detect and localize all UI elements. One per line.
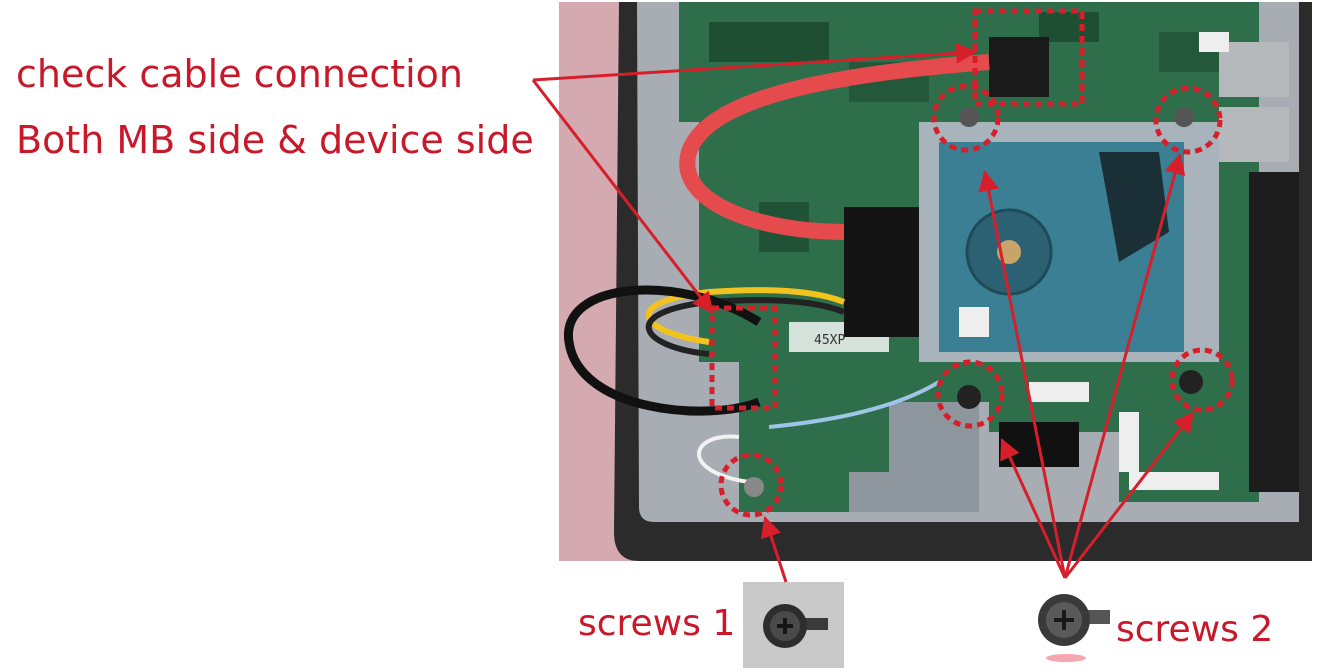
screws-1-label: screws 1 xyxy=(578,603,736,644)
connector-code-text: 45XP xyxy=(814,333,845,348)
screw-2-photo xyxy=(1026,580,1114,668)
motherboard-photo: 45XP xyxy=(559,2,1312,561)
screw-1-photo xyxy=(743,582,844,668)
screws-2-label: screws 2 xyxy=(1116,609,1274,650)
check-cable-label: check cable connection xyxy=(16,52,464,96)
io-port-upper xyxy=(1219,42,1289,97)
sata-connector-block xyxy=(844,207,919,337)
both-sides-label: Both MB side & device side xyxy=(16,118,534,162)
io-port-lower xyxy=(1219,107,1289,162)
